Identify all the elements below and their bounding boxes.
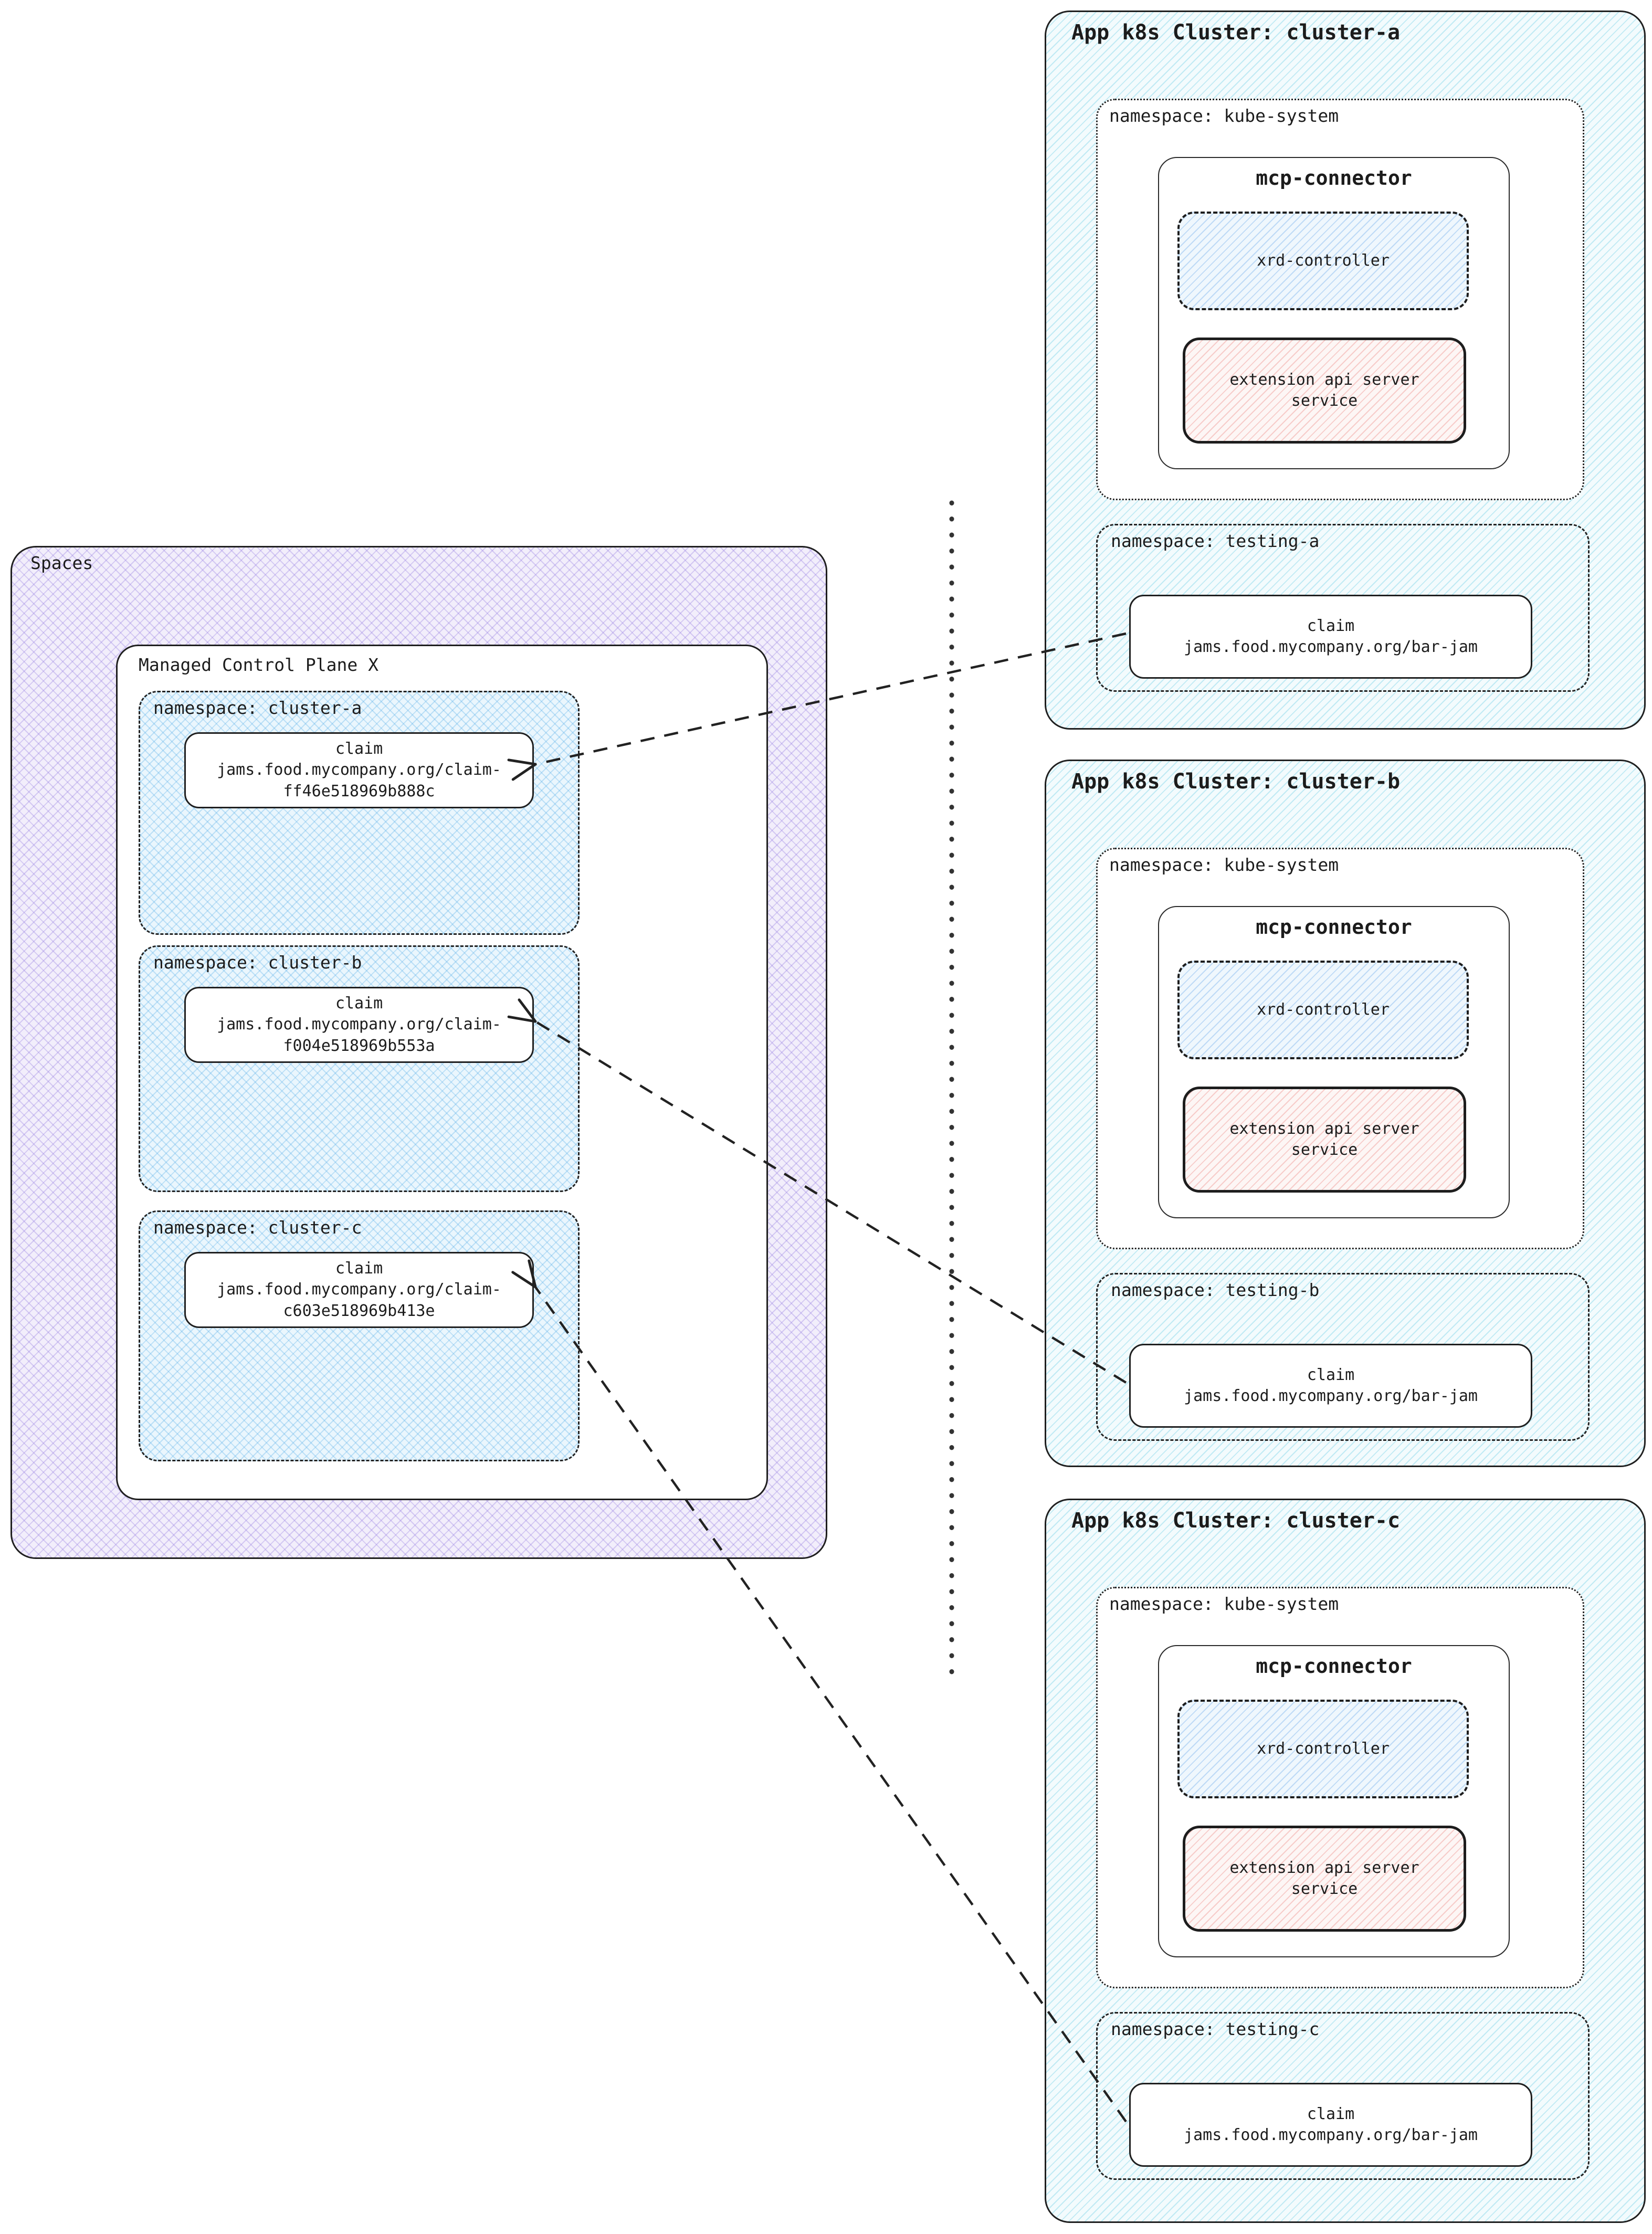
namespace-box-cluster-a: namespace: cluster-a claim jams.food.myc…	[139, 691, 580, 935]
kube-system-label: namespace: kube-system	[1109, 106, 1339, 126]
claim-title: claim	[1307, 2104, 1355, 2123]
cluster-title: App k8s Cluster: cluster-a	[1071, 20, 1401, 45]
claim-line2: ff46e518969b888c	[283, 782, 435, 800]
cluster-box-a: App k8s Cluster: cluster-a namespace: ku…	[1045, 10, 1646, 730]
claim-box-testing-a: claim jams.food.mycompany.org/bar-jam	[1129, 595, 1532, 679]
namespace-label: namespace: cluster-b	[153, 952, 362, 973]
claim-box-testing-c: claim jams.food.mycompany.org/bar-jam	[1129, 2083, 1532, 2167]
spaces-box: Spaces Managed Control Plane X namespace…	[10, 546, 827, 1559]
xrd-controller-box: xrd-controller	[1177, 961, 1469, 1059]
extension-api-server-box: extension api server service	[1183, 1087, 1466, 1193]
ext-api-line1: extension api server	[1229, 1119, 1419, 1138]
ext-api-line2: service	[1291, 1141, 1358, 1159]
claim-line1: jams.food.mycompany.org/claim-	[217, 1015, 501, 1034]
xrd-controller-label: xrd-controller	[1257, 251, 1390, 270]
xrd-controller-label: xrd-controller	[1257, 1000, 1390, 1019]
claim-box-cluster-a: claim jams.food.mycompany.org/claim- ff4…	[184, 732, 534, 808]
kube-system-namespace-box: namespace: kube-system mcp-connector xrd…	[1096, 1587, 1584, 1988]
cluster-box-c: App k8s Cluster: cluster-c namespace: ku…	[1045, 1499, 1646, 2223]
mcp-connector-box: mcp-connector xrd-controller extension a…	[1158, 1645, 1510, 1957]
spaces-label: Spaces	[30, 553, 93, 573]
mcp-connector-title: mcp-connector	[1256, 1655, 1412, 1678]
claim-box-cluster-b: claim jams.food.mycompany.org/claim- f00…	[184, 987, 534, 1063]
claim-title: claim	[1307, 1365, 1355, 1384]
cluster-title: App k8s Cluster: cluster-b	[1071, 770, 1401, 794]
namespace-box-cluster-b: namespace: cluster-b claim jams.food.myc…	[139, 945, 580, 1192]
claim-box-testing-b: claim jams.food.mycompany.org/bar-jam	[1129, 1344, 1532, 1428]
kube-system-label: namespace: kube-system	[1109, 1594, 1339, 1614]
kube-system-label: namespace: kube-system	[1109, 855, 1339, 875]
cluster-title: App k8s Cluster: cluster-c	[1071, 1509, 1401, 1533]
extension-api-server-box: extension api server service	[1183, 338, 1466, 444]
claim-line: jams.food.mycompany.org/bar-jam	[1184, 1387, 1478, 1405]
ext-api-line1: extension api server	[1229, 370, 1419, 389]
claim-line: jams.food.mycompany.org/bar-jam	[1184, 638, 1478, 656]
namespace-label: namespace: cluster-a	[153, 698, 362, 718]
testing-label: namespace: testing-a	[1111, 531, 1320, 551]
kube-system-namespace-box: namespace: kube-system mcp-connector xrd…	[1096, 848, 1584, 1249]
claim-line: jams.food.mycompany.org/bar-jam	[1184, 2126, 1478, 2144]
claim-line2: c603e518969b413e	[283, 1301, 435, 1320]
claim-title: claim	[1307, 616, 1355, 635]
claim-line1: jams.food.mycompany.org/claim-	[217, 761, 501, 779]
namespace-box-cluster-c: namespace: cluster-c claim jams.food.myc…	[139, 1210, 580, 1461]
testing-namespace-box-a: namespace: testing-a claim jams.food.myc…	[1096, 524, 1590, 692]
ext-api-line1: extension api server	[1229, 1858, 1419, 1877]
claim-title: claim	[335, 994, 383, 1013]
kube-system-namespace-box: namespace: kube-system mcp-connector xrd…	[1096, 99, 1584, 500]
cluster-box-b: App k8s Cluster: cluster-b namespace: ku…	[1045, 760, 1646, 1467]
claim-line2: f004e518969b553a	[283, 1036, 435, 1055]
managed-control-plane-box: Managed Control Plane X namespace: clust…	[116, 645, 768, 1500]
extension-api-server-box: extension api server service	[1183, 1826, 1466, 1932]
testing-label: namespace: testing-b	[1111, 1280, 1320, 1300]
claim-line1: jams.food.mycompany.org/claim-	[217, 1280, 501, 1299]
claim-title: claim	[335, 739, 383, 758]
testing-label: namespace: testing-c	[1111, 2019, 1320, 2039]
claim-title: claim	[335, 1259, 383, 1278]
mcp-connector-box: mcp-connector xrd-controller extension a…	[1158, 157, 1510, 469]
testing-namespace-box-b: namespace: testing-b claim jams.food.myc…	[1096, 1273, 1590, 1441]
testing-namespace-box-c: namespace: testing-c claim jams.food.myc…	[1096, 2012, 1590, 2180]
xrd-controller-box: xrd-controller	[1177, 212, 1469, 310]
mcp-connector-box: mcp-connector xrd-controller extension a…	[1158, 906, 1510, 1218]
claim-box-cluster-c: claim jams.food.mycompany.org/claim- c60…	[184, 1252, 534, 1328]
xrd-controller-box: xrd-controller	[1177, 1700, 1469, 1798]
xrd-controller-label: xrd-controller	[1257, 1739, 1390, 1758]
ext-api-line2: service	[1291, 1880, 1358, 1898]
managed-control-plane-label: Managed Control Plane X	[139, 655, 378, 675]
mcp-connector-title: mcp-connector	[1256, 915, 1412, 939]
mcp-connector-title: mcp-connector	[1256, 166, 1412, 189]
namespace-label: namespace: cluster-c	[153, 1217, 362, 1238]
ext-api-line2: service	[1291, 392, 1358, 410]
